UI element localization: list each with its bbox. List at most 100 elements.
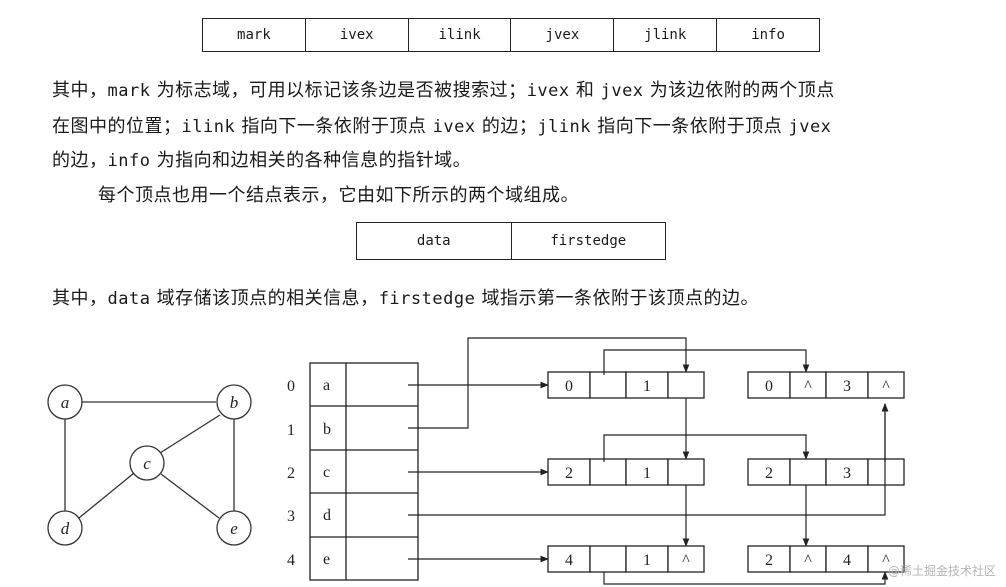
- edge-node-4-jvex-value: 1: [643, 552, 651, 569]
- text-run: 其中，: [52, 288, 108, 309]
- edge-node-0-jvex-value: 1: [643, 378, 651, 395]
- edge-node-1-jlink-cell: [867, 371, 905, 399]
- ptr-e2-ilink: [603, 434, 810, 462]
- graph-edge-b-c: [159, 414, 221, 454]
- paragraph3: 其中，data 域存储该顶点的相关信息，firstedge 域指示第一条依附于该…: [52, 284, 759, 310]
- edge-node-2-jvex-value: 1: [643, 465, 651, 482]
- edge-node-4: 4 1 ^: [547, 545, 705, 573]
- vertex-data-c: c: [323, 464, 330, 481]
- vertex-data-a: a: [323, 377, 330, 394]
- edge-node-1: 0 ^ 3 ^: [747, 371, 905, 399]
- edge-node-3-jlink-cell: [867, 458, 905, 486]
- ptr-b-firstedge: [408, 337, 690, 429]
- code-term: mark: [107, 81, 151, 101]
- vertex-index-0: 0: [287, 378, 295, 395]
- graph-edge-c-e: [160, 473, 220, 519]
- code-term: info: [107, 151, 151, 171]
- edge-node-5-ilink-value: ^: [804, 552, 812, 569]
- field-cell-jvex: jvex: [510, 18, 615, 52]
- graph-node-label-c: c: [143, 454, 151, 473]
- edge-node-3-jvex-value: 3: [843, 465, 851, 482]
- code-term: ivex: [432, 117, 476, 137]
- vertex-data-e: e: [323, 551, 330, 568]
- code-term: jvex: [788, 117, 832, 137]
- edge-node-5-jvex-cell: [825, 545, 869, 573]
- edge-node-0-jvex-cell: [625, 371, 669, 399]
- code-term: jlink: [537, 117, 592, 137]
- vertex-node-field-row: data firstedge: [356, 222, 666, 260]
- edge-node-5-ivex-value: 2: [765, 552, 773, 569]
- edge-node-1-jvex-cell: [825, 371, 869, 399]
- text-run: 为标志域，可用以标记该条边是否被搜索过；: [150, 80, 527, 101]
- text-run: 指向下一条依附于顶点: [591, 116, 789, 137]
- paragraph1-line3: 的边，info 为指向和边相关的各种信息的指针域。: [52, 146, 471, 172]
- graph-node-a: [47, 384, 83, 420]
- vertex-data-d: d: [323, 507, 331, 524]
- edge-node-3-ivex-value: 2: [765, 465, 773, 482]
- graph-edge-c-d: [78, 472, 135, 519]
- edge-node-3-ilink-cell: [789, 458, 827, 486]
- vertex-node-structure-table: data firstedge: [356, 222, 666, 260]
- field-cell-ivex: ivex: [304, 18, 409, 52]
- edge-node-5: 2 ^ 4 ^: [747, 545, 905, 573]
- field-cell-jlink: jlink: [613, 18, 718, 52]
- edge-node-3-jvex-cell: [825, 458, 869, 486]
- vertex-index-3: 3: [287, 508, 295, 525]
- code-term: ilink: [181, 117, 236, 137]
- paragraph2: 每个顶点也用一个结点表示，它由如下所示的两个域组成。: [98, 185, 579, 206]
- edge-node-1-ivex-value: 0: [765, 378, 773, 395]
- edge-node-2-ivex-value: 2: [565, 465, 573, 482]
- edge-node-4-ivex-value: 4: [565, 552, 573, 569]
- text-run: 和: [569, 80, 601, 101]
- field-cell-info: info: [716, 18, 820, 52]
- field-cell-ilink: ilink: [407, 18, 512, 52]
- edge-node-1-jvex-value: 3: [843, 378, 851, 395]
- edge-node-4-jlink-cell: [667, 545, 705, 573]
- code-term: ivex: [526, 81, 570, 101]
- graph-node-b: [216, 384, 252, 420]
- code-term: firstedge: [378, 289, 476, 309]
- edge-node-5-jvex-value: 4: [843, 552, 851, 569]
- edge-node-5-ivex-cell: [747, 545, 791, 573]
- code-term: jvex: [600, 81, 644, 101]
- edge-node-2-jlink-cell: [667, 458, 705, 486]
- ptr-e4-ilink: [603, 571, 889, 585]
- edge-node-2-ivex-cell: [547, 458, 591, 486]
- edge-node-4-jlink-value: ^: [682, 552, 690, 569]
- edge-node-5-jlink-value: ^: [882, 552, 890, 569]
- edge-node-4-jvex-cell: [625, 545, 669, 573]
- edge-node-structure-table: mark ivex ilink jvex jlink info: [202, 18, 820, 52]
- edge-node-field-row: mark ivex ilink jvex jlink info: [202, 18, 820, 52]
- field-cell-mark: mark: [202, 18, 306, 52]
- edge-node-1-jlink-value: ^: [882, 378, 890, 395]
- edge-node-0-jlink-cell: [667, 371, 705, 399]
- paragraph1-line1: 其中，mark 为标志域，可用以标记该条边是否被搜索过；ivex 和 jvex …: [52, 76, 835, 102]
- edge-node-5-jlink-cell: [867, 545, 905, 573]
- edge-node-1-ilink-value: ^: [804, 378, 812, 395]
- vertex-index-4: 4: [287, 552, 295, 569]
- text-run: 其中，: [52, 80, 108, 101]
- vertex-array: 0 1 2 3 4 a b c d e: [287, 362, 419, 581]
- graph-node-label-d: d: [61, 519, 70, 538]
- paragraph1-line2: 在图中的位置；ilink 指向下一条依附于顶点 ivex 的边；jlink 指向…: [52, 112, 831, 138]
- text-run: 在图中的位置；: [52, 116, 182, 137]
- ptr-e0-ilink: [603, 349, 810, 375]
- watermark: @稀土掘金技术社区: [887, 564, 996, 578]
- pointer-arrows: [408, 337, 889, 585]
- edge-node-1-ivex-cell: [747, 371, 791, 399]
- graph-nodes: [47, 384, 252, 546]
- code-term: data: [107, 289, 151, 309]
- edge-node-0-ilink-cell: [589, 371, 627, 399]
- text-run: 域指示第一条依附于该顶点的边。: [475, 288, 760, 309]
- field-cell-data: data: [356, 222, 512, 260]
- graph-edges: [64, 401, 235, 519]
- edge-node-4-ilink-cell: [589, 545, 627, 573]
- edge-node-3-ivex-cell: [747, 458, 791, 486]
- graph-node-d: [47, 510, 83, 546]
- graph-node-label-b: b: [230, 393, 239, 412]
- text-run: 指向下一条依附于顶点: [235, 116, 433, 137]
